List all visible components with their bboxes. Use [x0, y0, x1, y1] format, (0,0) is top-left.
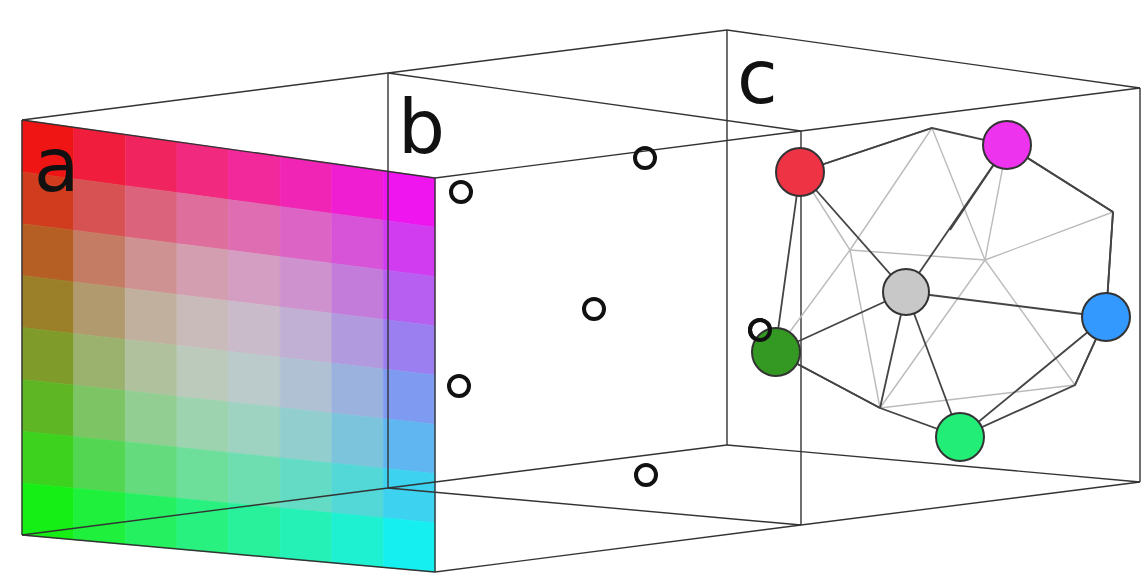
color-cell: [229, 351, 281, 407]
color-cell: [125, 237, 177, 295]
frame-edge: [22, 73, 388, 120]
frame-edge: [388, 488, 801, 525]
color-cell: [125, 288, 177, 345]
color-cell: [332, 263, 384, 319]
color-cell: [177, 142, 229, 200]
color-cell: [22, 328, 74, 386]
color-cell: [383, 369, 435, 424]
color-cell: [74, 333, 126, 390]
frame-edge: [801, 88, 1140, 131]
color-cell: [177, 193, 229, 251]
color-cell: [74, 230, 126, 288]
color-cell: [229, 250, 281, 307]
color-cell: [177, 345, 229, 402]
frame-edge: [387, 73, 388, 488]
panel-letter: c: [737, 40, 778, 114]
color-cell: [383, 419, 435, 474]
color-cell: [383, 468, 435, 523]
frame-edge: [727, 445, 1140, 482]
color-grid: [22, 120, 435, 572]
color-cell: [332, 463, 384, 518]
color-cell: [332, 213, 384, 270]
color-cell: [22, 431, 74, 488]
color-cell: [280, 357, 332, 413]
open-circles: [449, 148, 770, 485]
color-cell: [229, 200, 281, 257]
color-cell: [280, 508, 332, 563]
color-cell: [177, 244, 229, 301]
color-cell: [125, 442, 177, 498]
color-cell: [280, 307, 332, 363]
polyhedron-back-edges: [775, 128, 1113, 408]
color-cell: [383, 171, 435, 228]
color-cell: [332, 363, 384, 419]
color-cell: [125, 135, 177, 193]
color-cell: [229, 452, 281, 508]
panel-letter: b: [398, 90, 445, 164]
color-cell: [383, 270, 435, 326]
color-cell: [383, 220, 435, 276]
frame-edge: [726, 30, 727, 445]
color-cell: [74, 385, 126, 442]
frame-edge: [22, 120, 435, 178]
color-cell: [125, 339, 177, 396]
color-cell: [229, 301, 281, 358]
color-cell: [280, 458, 332, 513]
color-cell: [332, 513, 384, 568]
colored-dots: [752, 121, 1130, 461]
color-cell: [383, 320, 435, 376]
color-cell: [177, 447, 229, 503]
color-cell: [177, 498, 229, 554]
frame-edge: [434, 178, 435, 572]
color-cell: [74, 488, 126, 544]
color-cell: [332, 313, 384, 369]
color-cell: [125, 186, 177, 244]
frame-edge: [22, 488, 388, 535]
color-cell: [332, 164, 384, 221]
open-circle: [750, 320, 770, 340]
color-cell: [177, 294, 229, 351]
color-cell: [22, 379, 74, 436]
color-cell: [280, 207, 332, 264]
frame-edge: [435, 525, 801, 572]
color-cell: [280, 257, 332, 314]
panel-frames: [22, 30, 1140, 572]
polyhedron-front-edges: [775, 128, 1113, 437]
color-cell: [280, 407, 332, 463]
color-cell: [229, 149, 281, 207]
color-cell: [383, 518, 435, 572]
frame-edge: [801, 482, 1140, 525]
color-cell: [74, 127, 126, 185]
color-cell: [74, 179, 126, 237]
color-cell: [280, 156, 332, 213]
color-cell: [332, 413, 384, 468]
frame-edge: [1139, 88, 1140, 482]
color-cell: [177, 396, 229, 452]
color-cell: [229, 402, 281, 458]
frame-edge: [22, 535, 435, 572]
frame-edge: [435, 131, 801, 178]
color-cell: [125, 391, 177, 448]
frame-edge: [727, 30, 1140, 88]
frame-edge: [388, 445, 727, 488]
frame-edge: [21, 120, 22, 535]
frame-edge: [388, 30, 727, 73]
color-cell: [22, 276, 74, 334]
color-cell: [229, 503, 281, 558]
color-cell: [74, 437, 126, 494]
color-cell: [74, 282, 126, 340]
panel-letter: a: [34, 128, 79, 202]
color-cell: [22, 224, 74, 282]
